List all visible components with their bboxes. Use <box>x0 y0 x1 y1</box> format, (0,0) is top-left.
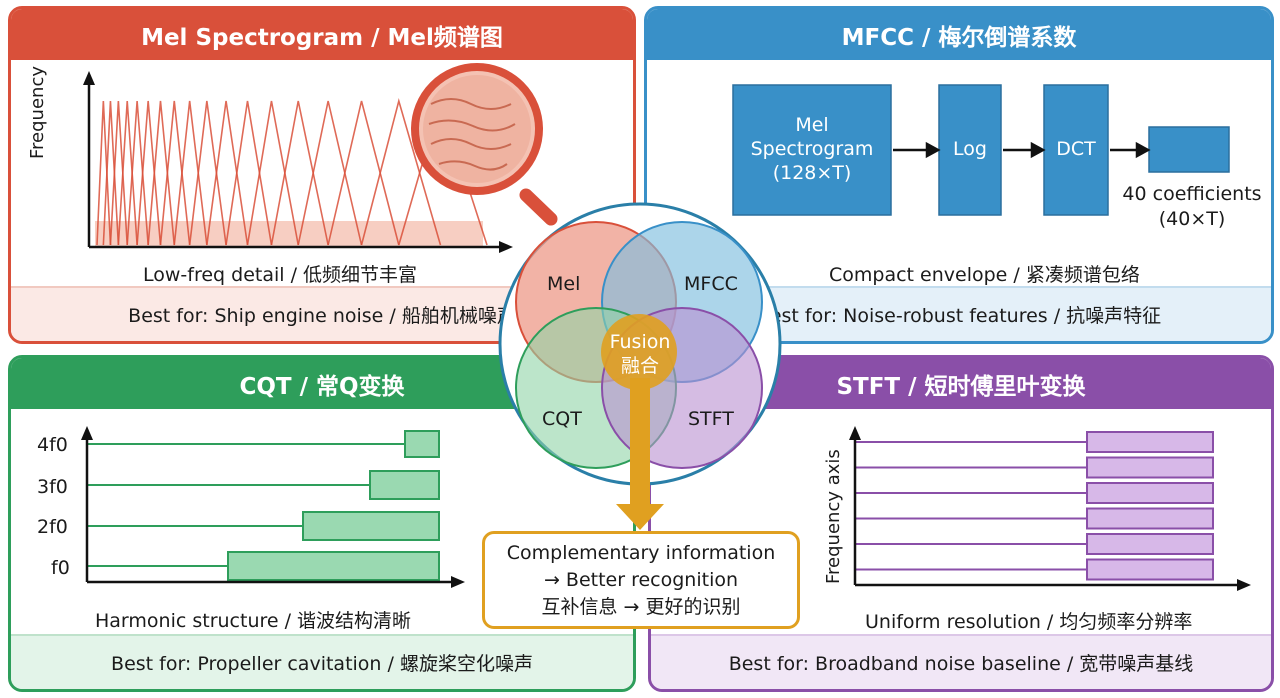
stft-resolution-diagram <box>849 426 1251 591</box>
coefficients-label: 40 coefficients (40×T) <box>1117 182 1267 232</box>
result-box: Complementary information → Better recog… <box>482 531 800 629</box>
venn-label-mel: Mel <box>547 273 581 295</box>
mel-filter-5 <box>126 100 149 246</box>
mel-filter-6 <box>136 100 162 246</box>
mel-spectrogram-block-label: Mel Spectrogram (128×T) <box>733 113 891 185</box>
mfcc-panel: MFCC / 梅尔倒谱系数 Mel Spectrogram (128×T) Lo… <box>644 6 1274 344</box>
stft-caption: Uniform resolution / 均匀频率分辨率 <box>865 611 1193 633</box>
coefficients-label-line1: 40 coefficients <box>1122 183 1262 205</box>
cqt-harmonic-box-2 <box>369 470 440 500</box>
mel-filter-16 <box>327 100 400 246</box>
cqt-x-axis-arrow <box>451 576 465 588</box>
stft-y-axis-arrow <box>849 426 861 440</box>
mel-filter-2 <box>102 100 120 246</box>
fusion-label-zh: 融合 <box>620 355 659 377</box>
fusion-arrow-head <box>616 504 664 530</box>
result-line3: 互补信息 → 更好的识别 <box>541 595 741 618</box>
log-block <box>938 84 1002 216</box>
harmonic-label-4f0: 4f0 <box>37 434 68 456</box>
mel-filter-1 <box>96 100 112 246</box>
mel-filter-triangles <box>96 97 488 246</box>
flow-step-1-line1: Mel <box>795 114 829 136</box>
venn-label-stft: STFT <box>688 408 734 430</box>
mel-filter-15 <box>297 100 363 246</box>
mel-caption: Low-freq detail / 低频细节丰富 <box>143 264 418 286</box>
fusion-core <box>601 314 677 390</box>
mel-filter-14 <box>270 100 329 246</box>
result-line1: Complementary information <box>506 541 776 564</box>
harmonic-label-3f0: 3f0 <box>37 476 68 498</box>
mel-filter-8 <box>159 100 191 246</box>
cqt-caption: Harmonic structure / 谐波结构清晰 <box>95 610 412 632</box>
fusion-label-en: Fusion <box>609 331 671 353</box>
flow-step-1-line3: (128×T) <box>772 162 852 184</box>
dct-block-label: DCT <box>1056 138 1096 160</box>
cqt-best-for: Best for: Propeller cavitation / 螺旋桨空化噪声 <box>11 634 633 689</box>
mel-filter-7 <box>147 100 176 246</box>
flow-step-1-line2: Spectrogram <box>750 138 874 160</box>
stft-band-box-1 <box>1086 431 1214 453</box>
cqt-harmonic-box-1 <box>404 430 440 458</box>
stft-x-axis-arrow <box>1237 579 1251 591</box>
dct-block <box>1043 84 1109 216</box>
stft-uniform-bars <box>855 431 1214 581</box>
log-block-label: Log <box>953 138 987 160</box>
magnifier-icon <box>411 63 558 226</box>
cqt-y-axis-arrow <box>81 426 93 440</box>
coefficients-label-line2: (40×T) <box>1158 208 1226 230</box>
mel-filter-3 <box>109 100 129 246</box>
coefficients-block <box>1148 126 1230 173</box>
pipeline-arrows <box>893 141 1151 159</box>
stft-best-for: Best for: Broadband noise baseline / 宽带噪… <box>651 634 1271 689</box>
mel-filterbank-diagram <box>83 63 558 253</box>
stft-band-box-6 <box>1086 558 1214 581</box>
mfcc-title: MFCC / 梅尔倒谱系数 <box>647 9 1271 60</box>
mel-filter-13 <box>246 100 300 246</box>
cqt-harmonic-box-3 <box>302 511 440 541</box>
stft-band-box-5 <box>1086 533 1214 555</box>
mel-x-axis-arrow <box>499 241 513 253</box>
mel-spectrogram-block <box>732 84 892 216</box>
mel-title: Mel Spectrogram / Mel频谱图 <box>11 9 633 60</box>
mel-filter-4 <box>117 100 138 246</box>
mfcc-caption: Compact envelope / 紧凑频谱包络 <box>829 264 1140 286</box>
mel-filter-17 <box>360 97 442 246</box>
fusion-arrow-shaft <box>630 378 650 506</box>
mel-filter-9 <box>173 100 208 246</box>
stft-band-box-4 <box>1086 507 1214 530</box>
mel-filter-10 <box>188 100 227 246</box>
cqt-harmonic-box-4 <box>227 551 440 581</box>
result-line2: → Better recognition <box>543 568 739 591</box>
mfcc-pipeline-diagram <box>732 84 1230 216</box>
cqt-harmonic-bars <box>87 430 440 581</box>
harmonic-label-f0: f0 <box>51 557 70 579</box>
mel-filter-11 <box>206 100 249 246</box>
cqt-harmonic-diagram <box>81 426 465 588</box>
venn-label-mfcc: MFCC <box>684 273 738 295</box>
mel-filter-12 <box>225 100 273 246</box>
stft-band-box-2 <box>1086 456 1214 479</box>
harmonic-label-2f0: 2f0 <box>37 516 68 538</box>
venn-label-cqt: CQT <box>542 408 582 430</box>
stft-band-box-3 <box>1086 482 1214 504</box>
mel-y-axis-arrow <box>83 71 95 85</box>
fusion-label: Fusion 融合 <box>600 330 680 378</box>
